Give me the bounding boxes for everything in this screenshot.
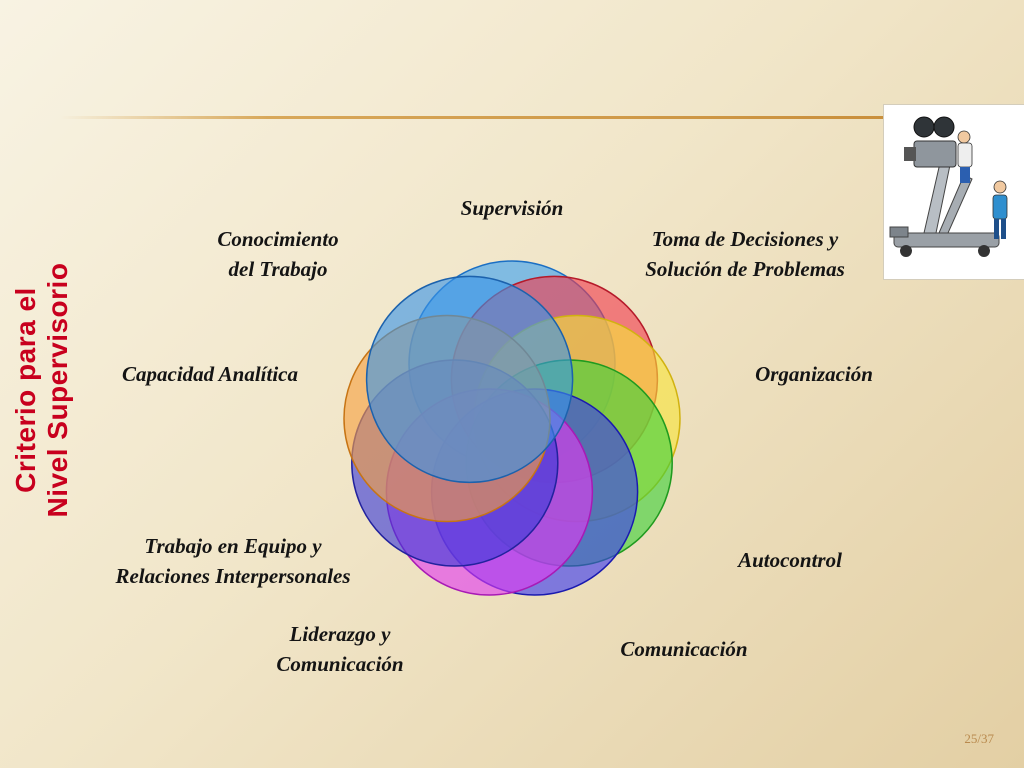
label-supervision: Supervisión — [460, 196, 564, 220]
label-trabajo-equipo: Trabajo en Equipo y Relaciones Interpers… — [115, 534, 351, 588]
film-camera-crew-icon — [883, 104, 1024, 280]
decorative-header-line — [60, 116, 890, 119]
label-toma-decisiones: Toma de Decisiones y Solución de Problem… — [645, 227, 845, 281]
circle-9 — [365, 275, 574, 484]
label-capacidad-analitica: Capacidad Analítica — [122, 362, 298, 386]
label-liderazgo: Liderazgo y Comunicación — [276, 622, 404, 676]
label-comunicacion: Comunicación — [620, 637, 748, 661]
label-autocontrol: Autocontrol — [738, 548, 842, 572]
label-conocimiento: Conocimiento del Trabajo — [217, 227, 339, 281]
page-number: 25/37 — [964, 731, 994, 746]
film-camera-crew-icon-graphic — [889, 116, 1008, 257]
label-organizacion: Organización — [755, 362, 873, 386]
